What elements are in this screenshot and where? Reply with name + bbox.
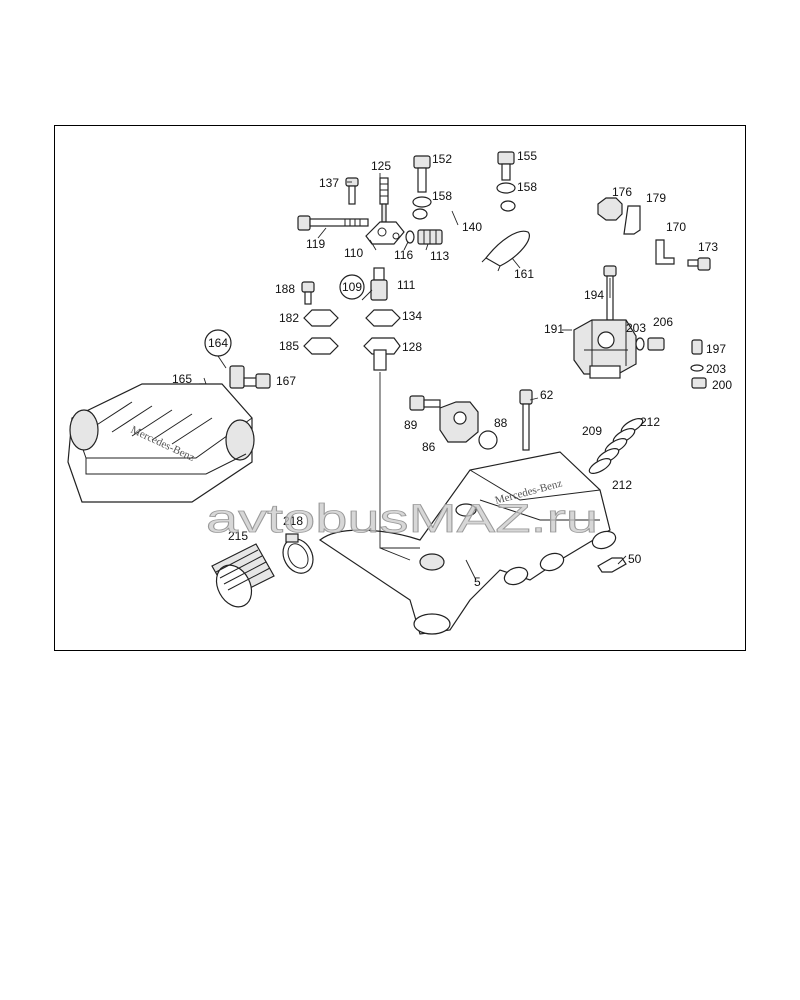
label-111: 111 (397, 278, 416, 292)
label-188: 188 (275, 282, 295, 296)
part-hose-215 (211, 543, 275, 608)
label-109: 109 (342, 280, 362, 294)
watermark: avtobusMAZ.ru (206, 497, 598, 541)
part-actuator-86 (439, 401, 479, 443)
label-165: 165 (172, 372, 192, 386)
label-203-b: 203 (706, 362, 726, 376)
label-116: 116 (394, 248, 413, 262)
label-119: 119 (306, 237, 325, 251)
part-strap-161 (481, 230, 530, 272)
part-seal-88 (478, 430, 498, 450)
label-152: 152 (432, 152, 452, 166)
label-89: 89 (404, 418, 418, 432)
label-194: 194 (584, 288, 604, 302)
label-185: 185 (279, 339, 299, 353)
label-155: 155 (517, 149, 537, 163)
part-nipple-111 (370, 267, 388, 301)
label-113: 113 (430, 249, 449, 263)
label-134: 134 (402, 309, 422, 323)
part-seal-203-a (635, 337, 645, 351)
part-bracket-179 (623, 205, 641, 235)
part-intake-manifold-5: Mercedes-Benz (318, 451, 617, 635)
label-212-a: 212 (640, 415, 660, 429)
part-gasket-134 (365, 309, 401, 327)
part-sensor-125 (379, 177, 389, 223)
label-161: 161 (514, 267, 534, 281)
part-clamp-218 (282, 533, 314, 574)
part-bolt-173 (687, 257, 711, 271)
label-62: 62 (540, 388, 554, 402)
part-pipe-140 (412, 198, 516, 220)
part-fitting-200 (691, 377, 707, 389)
label-215: 215 (228, 529, 248, 543)
part-bolt-62 (519, 389, 533, 451)
part-gasket-50 (597, 557, 627, 573)
label-86: 86 (422, 440, 436, 454)
part-flange-110 (365, 221, 405, 245)
part-fitting-206 (647, 337, 665, 351)
label-200: 200 (712, 378, 732, 392)
part-labels: 125 137 152 155 158 158 119 110 116 113 … (172, 149, 732, 589)
part-valve-191 (573, 319, 637, 379)
part-bolt-188 (301, 281, 315, 305)
label-176: 176 (612, 185, 632, 199)
part-bolt-137 (345, 177, 359, 205)
label-125: 125 (371, 159, 391, 173)
label-206: 206 (653, 315, 673, 329)
label-191: 191 (544, 322, 564, 336)
part-sensor-167 (229, 365, 271, 389)
label-110: 110 (344, 246, 363, 260)
part-bolt-119 (297, 215, 369, 231)
part-nut-176 (597, 197, 623, 221)
label-128: 128 (402, 340, 422, 354)
label-212-b: 212 (612, 478, 632, 492)
label-170: 170 (666, 220, 686, 234)
label-158-a: 158 (432, 189, 452, 203)
part-seal-116 (405, 230, 415, 244)
part-gasket-182 (303, 309, 339, 327)
part-fitting-197 (691, 339, 703, 355)
part-gasket-185 (303, 337, 339, 355)
part-bolt-155 (496, 151, 516, 194)
label-167: 167 (276, 374, 296, 388)
label-5: 5 (474, 575, 481, 589)
part-bracket-170 (655, 239, 675, 265)
label-140: 140 (462, 220, 482, 234)
diagram-frame (54, 125, 746, 651)
part-seals-209-212 (588, 418, 644, 474)
part-flange-128 (363, 337, 401, 371)
label-209: 209 (582, 424, 602, 438)
label-50: 50 (628, 552, 642, 566)
part-bolt-152 (412, 155, 432, 208)
label-164: 164 (208, 336, 228, 350)
part-bolt-89 (409, 395, 441, 411)
part-seal-203-b (690, 364, 704, 372)
part-engine-cover: Mercedes-Benz (67, 383, 255, 503)
label-197: 197 (706, 342, 726, 356)
callout-109 (339, 274, 365, 300)
label-173: 173 (698, 240, 718, 254)
label-203-a: 203 (626, 321, 646, 335)
label-218: 218 (283, 514, 303, 528)
label-179: 179 (646, 191, 666, 205)
label-88: 88 (494, 416, 508, 430)
label-182: 182 (279, 311, 299, 325)
leader-lines (203, 173, 627, 581)
part-fitting-113 (417, 229, 443, 245)
label-137: 137 (319, 176, 339, 190)
label-158-b: 158 (517, 180, 537, 194)
